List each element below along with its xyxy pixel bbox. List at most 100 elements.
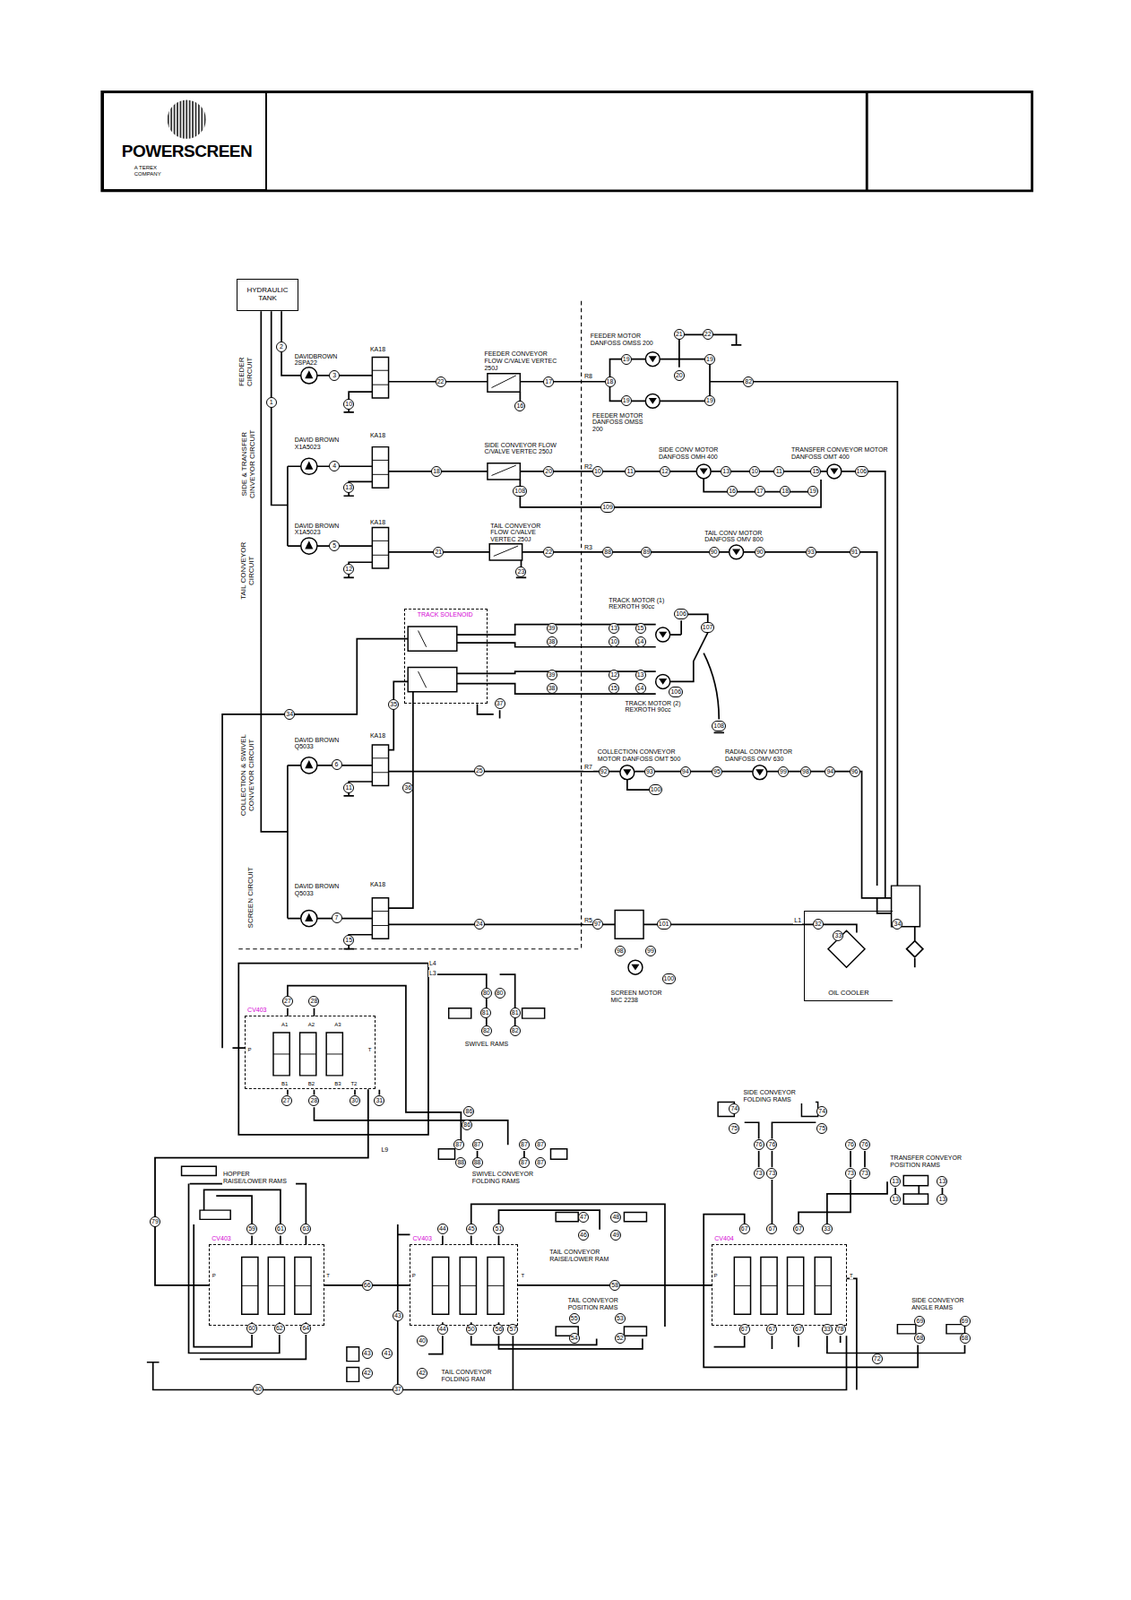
callout-number: 27 bbox=[282, 995, 294, 1007]
callout-number: 106 bbox=[673, 608, 689, 620]
spool-marks bbox=[241, 370, 832, 1286]
callout-number: 20 bbox=[673, 370, 685, 381]
part-label: L3 bbox=[428, 969, 438, 977]
callout-number: 45 bbox=[466, 1223, 477, 1235]
callout-number: 99 bbox=[645, 945, 657, 957]
callout-number: 82 bbox=[481, 1025, 493, 1037]
callout-number: 13 bbox=[936, 1175, 948, 1187]
callout-number: 10 bbox=[608, 636, 620, 648]
callout-number: 20 bbox=[543, 466, 554, 477]
callout-number: 68 bbox=[959, 1332, 971, 1344]
callout-number: 87 bbox=[535, 1156, 546, 1168]
part-label: TAIL CONVEYOR FOLDING RAM bbox=[440, 1368, 504, 1382]
callout-number: 3 bbox=[328, 370, 340, 381]
motor-symbol bbox=[620, 765, 635, 780]
port-label: T bbox=[326, 1272, 330, 1279]
pump-symbol bbox=[301, 457, 318, 475]
callout-number: 73 bbox=[845, 1167, 856, 1179]
callout-number: 76 bbox=[766, 1139, 778, 1150]
callout-number: 37 bbox=[494, 698, 506, 709]
callout-number: 95 bbox=[711, 766, 723, 778]
part-label: L9 bbox=[379, 1146, 389, 1154]
valve-block: CV404 bbox=[711, 1243, 847, 1326]
part-label: TRANSFER CONVEYOR POSITION RAMS bbox=[889, 1154, 973, 1168]
callout-number: 40 bbox=[416, 1335, 428, 1347]
callout-number: 86 bbox=[461, 1119, 473, 1131]
motor-symbol bbox=[827, 464, 842, 479]
callout-number: 7 bbox=[331, 912, 343, 924]
callout-number: 57 bbox=[507, 1323, 519, 1335]
callout-number: 39 bbox=[546, 622, 558, 634]
callout-number: 50 bbox=[466, 1323, 477, 1335]
callout-number: 53 bbox=[614, 1312, 626, 1324]
callout-number: 28 bbox=[308, 1095, 320, 1106]
callout-number: 13 bbox=[720, 466, 732, 477]
callout-number: 33 bbox=[832, 930, 844, 942]
node-text: A TEREX COMPANY bbox=[134, 164, 165, 177]
callout-number: 4 bbox=[328, 460, 340, 472]
part-label: TAIL CONVEYOR FLOW C/VALVE VERTEC 250J bbox=[489, 522, 561, 544]
logo-mark bbox=[168, 96, 206, 143]
part-label: FEEDER MOTOR DANFOSS OMSS 200 bbox=[589, 332, 665, 346]
callout-number: 25 bbox=[474, 765, 485, 777]
callout-number: 48 bbox=[610, 1211, 622, 1223]
node-text: OIL COOLER bbox=[804, 988, 894, 997]
part-label: DAVIDBROWN 2SPA22 bbox=[293, 353, 346, 367]
valve-block: CV403 bbox=[208, 1243, 325, 1326]
callout-number: 64 bbox=[300, 1322, 311, 1334]
callout-number: 86 bbox=[463, 1105, 475, 1117]
port-label: T bbox=[849, 1272, 854, 1279]
port-label: P bbox=[714, 1272, 718, 1279]
part-label: COLLECTION CONVEYOR MOTOR DANFOSS OMT 50… bbox=[596, 748, 693, 762]
part-label: R2 bbox=[583, 463, 594, 471]
callout-number: 47 bbox=[578, 1211, 589, 1223]
callout-number: 22 bbox=[702, 328, 714, 340]
node-text: TRACK SOLENOID bbox=[417, 611, 474, 618]
node-text: CV403 bbox=[211, 1234, 231, 1242]
pump-symbol bbox=[301, 909, 318, 926]
callout-number: 109 bbox=[600, 501, 615, 513]
callout-number: 16 bbox=[514, 400, 526, 412]
callout-number: 12 bbox=[343, 563, 354, 575]
node-text: POWERSCREEN bbox=[121, 141, 252, 162]
callout-number: 108 bbox=[512, 485, 527, 497]
callout-number: 106 bbox=[668, 686, 683, 698]
callout-number: 82 bbox=[509, 1025, 521, 1037]
callout-number: 76 bbox=[845, 1139, 856, 1150]
callout-number: 74 bbox=[816, 1105, 828, 1117]
callout-number: 100 bbox=[648, 784, 664, 795]
callout-number: 19 bbox=[621, 395, 632, 406]
part-label: DAVID BROWN Q5033 bbox=[293, 882, 346, 897]
callout-number: 72 bbox=[871, 1353, 883, 1365]
part-label: TRACK MOTOR (1) REXROTH 90cc bbox=[607, 596, 674, 611]
callout-number: 54 bbox=[569, 1332, 580, 1344]
callout-number: 88 bbox=[602, 546, 613, 558]
callout-number: 67 bbox=[793, 1323, 804, 1335]
callout-number: 58 bbox=[609, 1279, 621, 1291]
callout-number: 13 bbox=[889, 1193, 901, 1205]
motor-symbol bbox=[628, 959, 643, 975]
callout-number: 42 bbox=[416, 1367, 428, 1379]
callout-number: 106 bbox=[854, 466, 870, 477]
part-label: R7 bbox=[583, 763, 594, 771]
component-outlines bbox=[181, 356, 966, 1382]
callout-number: 42 bbox=[362, 1367, 373, 1379]
motor-symbols bbox=[620, 352, 842, 975]
callout-number: 30 bbox=[349, 1095, 361, 1106]
port-label: B3 bbox=[334, 1080, 341, 1088]
part-label: KA18 bbox=[369, 518, 387, 527]
callout-number: 96 bbox=[849, 766, 861, 778]
part-label: KA18 bbox=[369, 880, 387, 889]
callout-number: 108 bbox=[711, 720, 726, 732]
callout-number: 11 bbox=[624, 466, 636, 477]
callout-number: 14 bbox=[635, 636, 647, 648]
port-label: P bbox=[248, 1046, 252, 1054]
callout-number: 18 bbox=[779, 485, 791, 497]
part-label: TRACK MOTOR (2) REXROTH 90cc bbox=[623, 699, 690, 714]
callout-number: 69 bbox=[959, 1315, 971, 1327]
callout-number: 94 bbox=[680, 766, 691, 778]
motor-symbol bbox=[645, 393, 660, 408]
part-label: L4 bbox=[428, 959, 438, 967]
